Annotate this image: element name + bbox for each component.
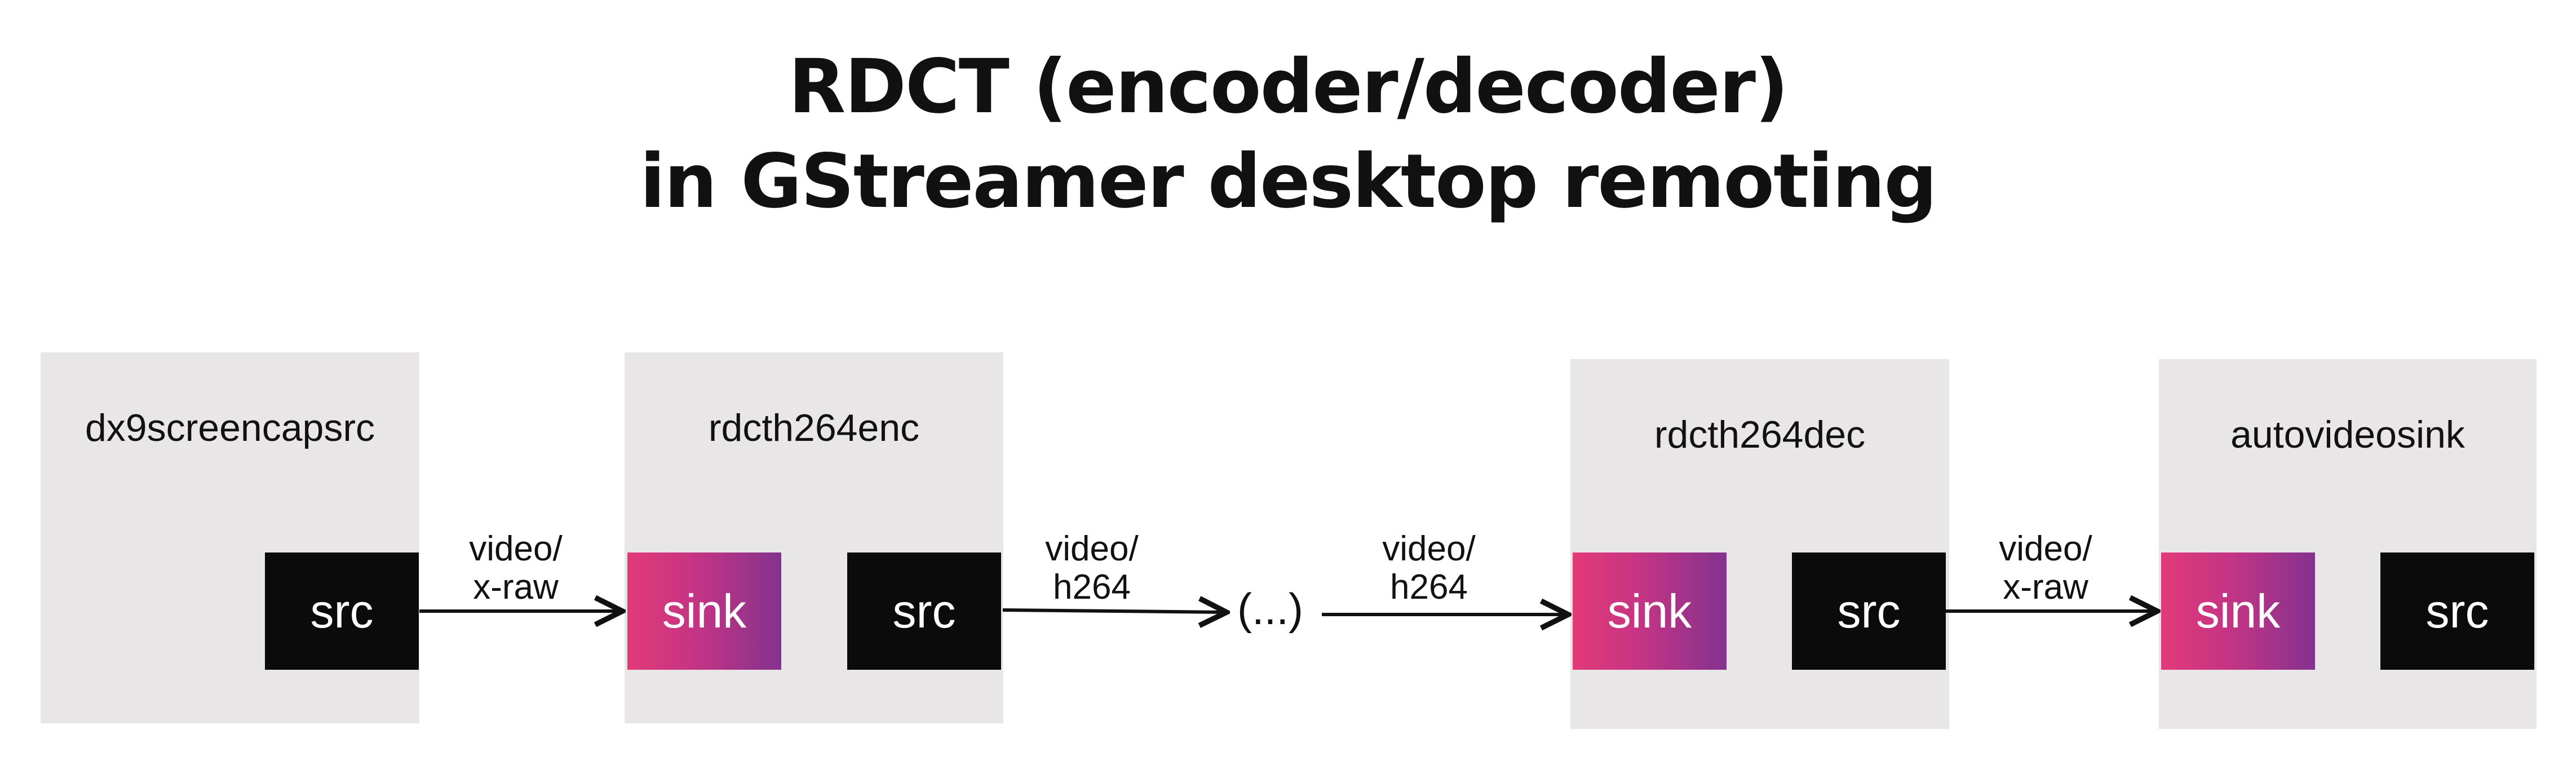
element-name: rdcth264enc — [708, 406, 920, 449]
caps-line: video/ — [469, 529, 563, 568]
caps-line: x-raw — [473, 568, 559, 607]
element-rdcth264enc: rdcth264enc sink src — [625, 352, 1003, 723]
caps-label-1: video/ x-raw — [451, 530, 581, 607]
element-dx9screencapsrc: dx9screencapsrc src — [41, 352, 419, 723]
caps-line: h264 — [1390, 568, 1468, 607]
sink-pad: sink — [627, 552, 781, 670]
title-line-2: in GStreamer desktop remoting — [640, 138, 1937, 225]
diagram-title: RDCT (encoder/decoder) in GStreamer desk… — [0, 39, 2576, 229]
pad-label: sink — [662, 584, 747, 638]
title-line-1: RDCT (encoder/decoder) — [788, 43, 1789, 130]
caps-line: video/ — [1382, 529, 1476, 568]
src-pad: src — [1792, 552, 1946, 670]
element-rdcth264dec: rdcth264dec sink src — [1570, 359, 1949, 729]
pad-label: sink — [2196, 584, 2281, 638]
element-name: autovideosink — [2230, 413, 2465, 456]
caps-label-3: video/ h264 — [1364, 530, 1494, 607]
sink-pad: sink — [2161, 552, 2315, 670]
caps-label-4: video/ x-raw — [1981, 530, 2110, 607]
caps-line: video/ — [1045, 529, 1139, 568]
pad-label: src — [310, 584, 374, 638]
ellipsis-label: (...) — [1237, 584, 1303, 634]
caps-line: x-raw — [2003, 568, 2088, 607]
element-autovideosink: autovideosink sink src — [2159, 359, 2537, 729]
pad-label: src — [892, 584, 956, 638]
src-pad: src — [2380, 552, 2534, 670]
src-pad: src — [265, 552, 419, 670]
element-name: dx9screencapsrc — [85, 406, 375, 449]
pad-label: src — [1837, 584, 1901, 638]
sink-pad: sink — [1573, 552, 1727, 670]
element-name: rdcth264dec — [1654, 413, 1866, 456]
caps-label-2: video/ h264 — [1027, 530, 1157, 607]
pad-label: src — [2425, 584, 2489, 638]
src-pad: src — [847, 552, 1001, 670]
caps-line: h264 — [1053, 568, 1131, 607]
pad-label: sink — [1607, 584, 1692, 638]
arrow-2 — [1002, 610, 1227, 612]
caps-line: video/ — [1999, 529, 2092, 568]
